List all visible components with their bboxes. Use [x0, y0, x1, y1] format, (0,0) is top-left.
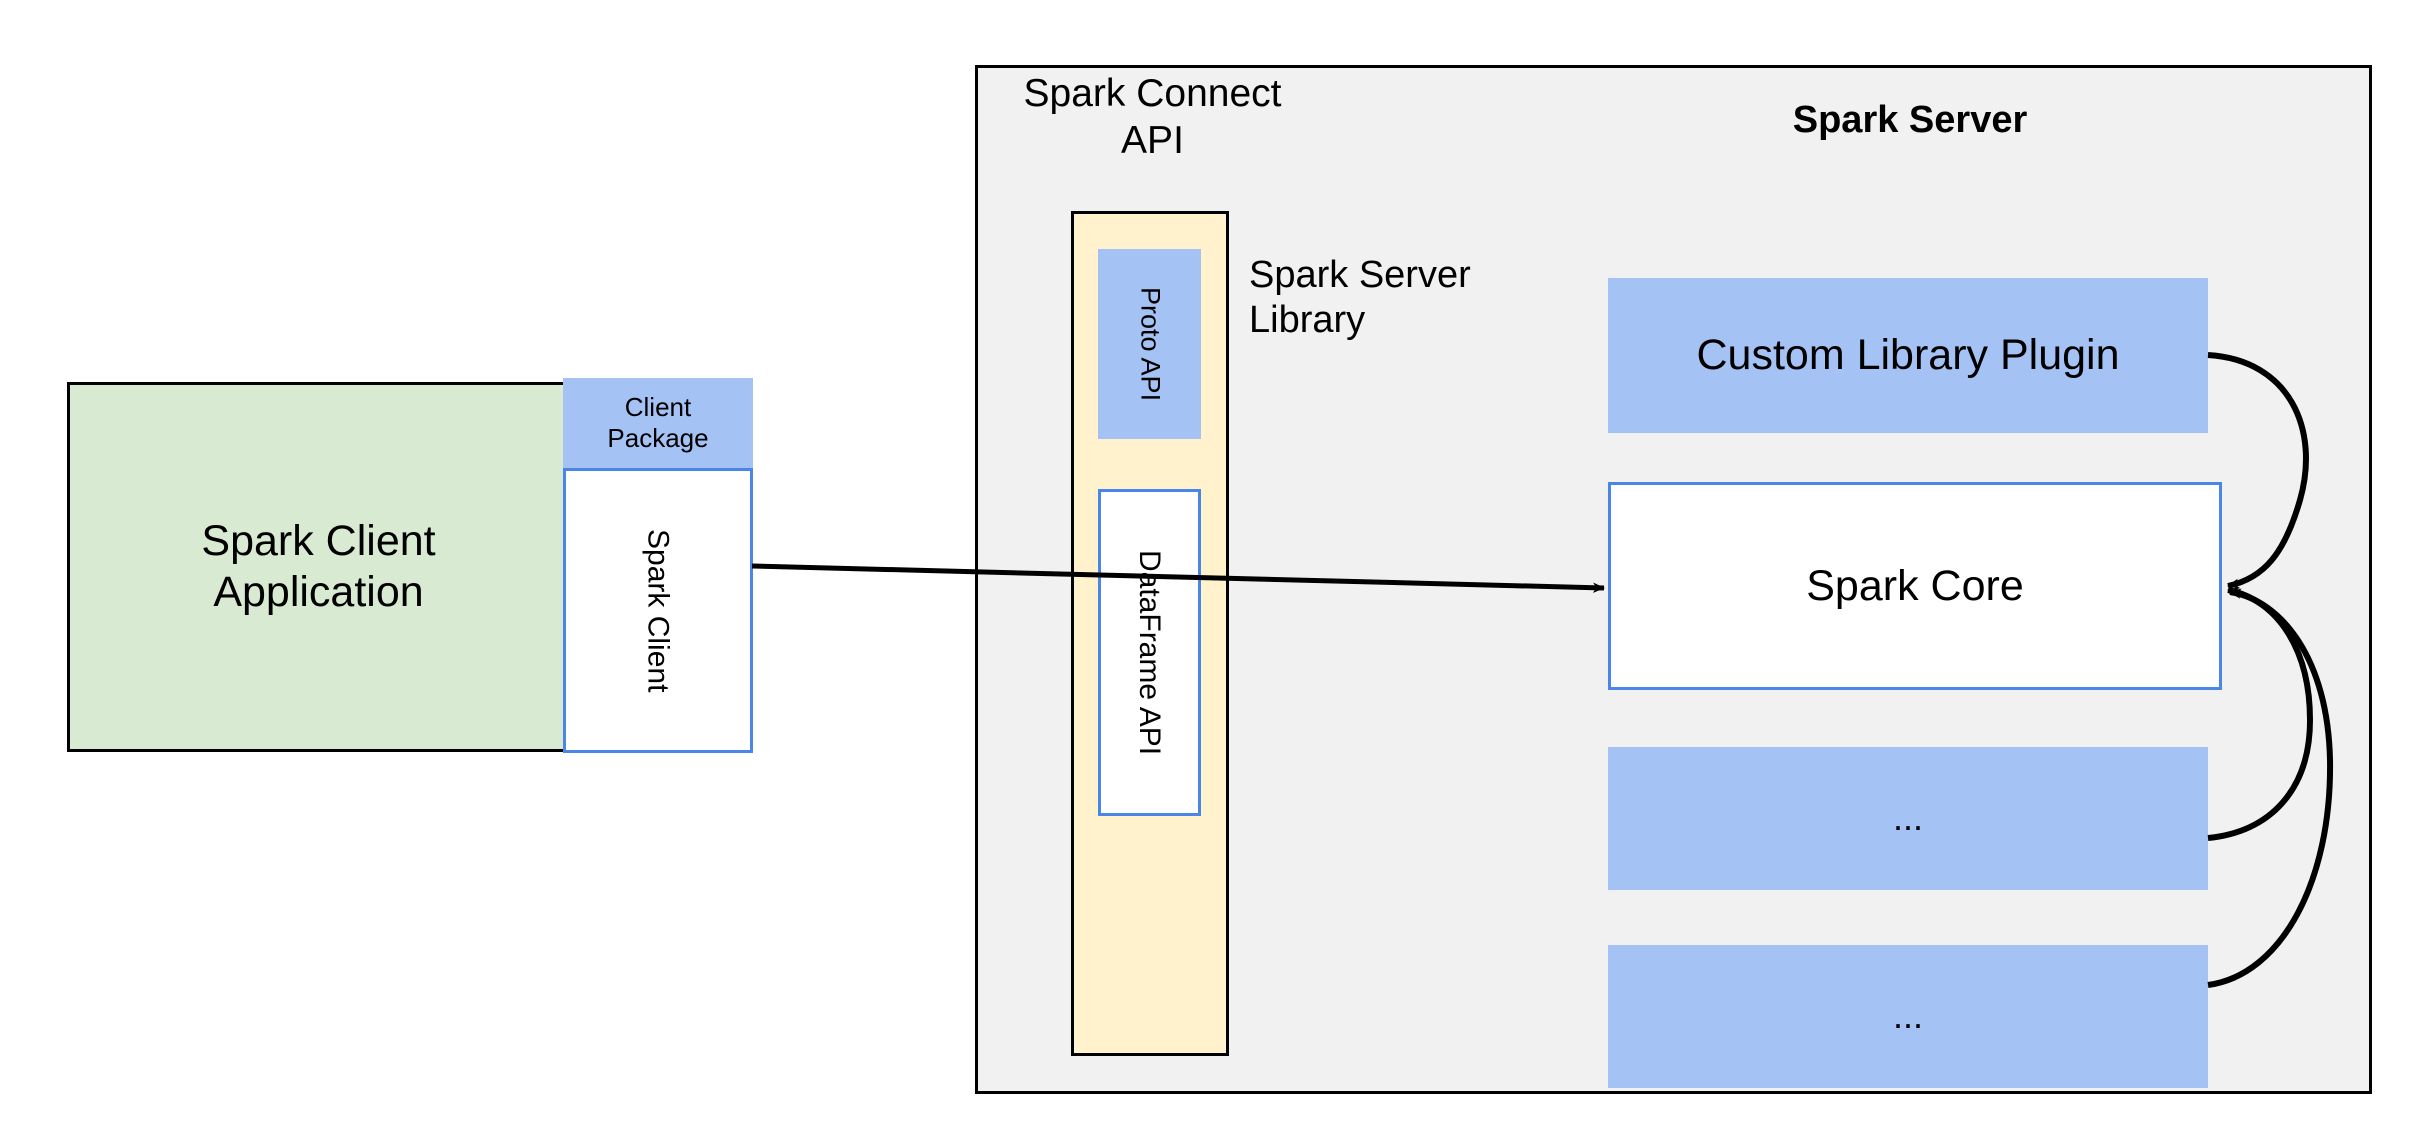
spark-connect-api-text: Spark Connect API	[1023, 72, 1282, 162]
spark-core-label: Spark Core	[1806, 561, 2024, 610]
custom-library-plugin-label: Custom Library Plugin	[1696, 331, 2120, 380]
client-package-node[interactable]: Client Package	[563, 378, 753, 468]
spark-client-application-node[interactable]: Spark Client Application	[67, 382, 570, 752]
spark-client-label: Spark Client	[641, 528, 675, 693]
dataframe-api-label: DataFrame API	[1133, 549, 1167, 756]
spark-client-application-label: Spark Client Application	[201, 517, 436, 616]
ellipsis-box-1[interactable]: ...	[1608, 747, 2208, 890]
dataframe-api-node[interactable]: DataFrame API	[1098, 489, 1201, 816]
proto-api-label: Proto API	[1135, 286, 1166, 402]
spark-core-node[interactable]: Spark Core	[1608, 482, 2222, 690]
custom-library-plugin-node[interactable]: Custom Library Plugin	[1608, 278, 2208, 433]
spark-server-library-text: Spark Server Library	[1249, 254, 1471, 341]
proto-api-node[interactable]: Proto API	[1098, 249, 1201, 439]
spark-connect-api-title: Spark Connect API	[1000, 70, 1305, 165]
spark-server-title-text: Spark Server	[1792, 98, 2028, 141]
ellipsis-box-1-label: ...	[1892, 797, 1923, 839]
ellipsis-box-2-label: ...	[1892, 995, 1923, 1037]
client-package-label: Client Package	[607, 392, 709, 453]
spark-server-title: Spark Server	[1640, 95, 2180, 145]
spark-client-node[interactable]: Spark Client	[563, 468, 753, 753]
spark-server-library-title: Spark Server Library	[1249, 248, 1569, 348]
ellipsis-box-2[interactable]: ...	[1608, 945, 2208, 1088]
